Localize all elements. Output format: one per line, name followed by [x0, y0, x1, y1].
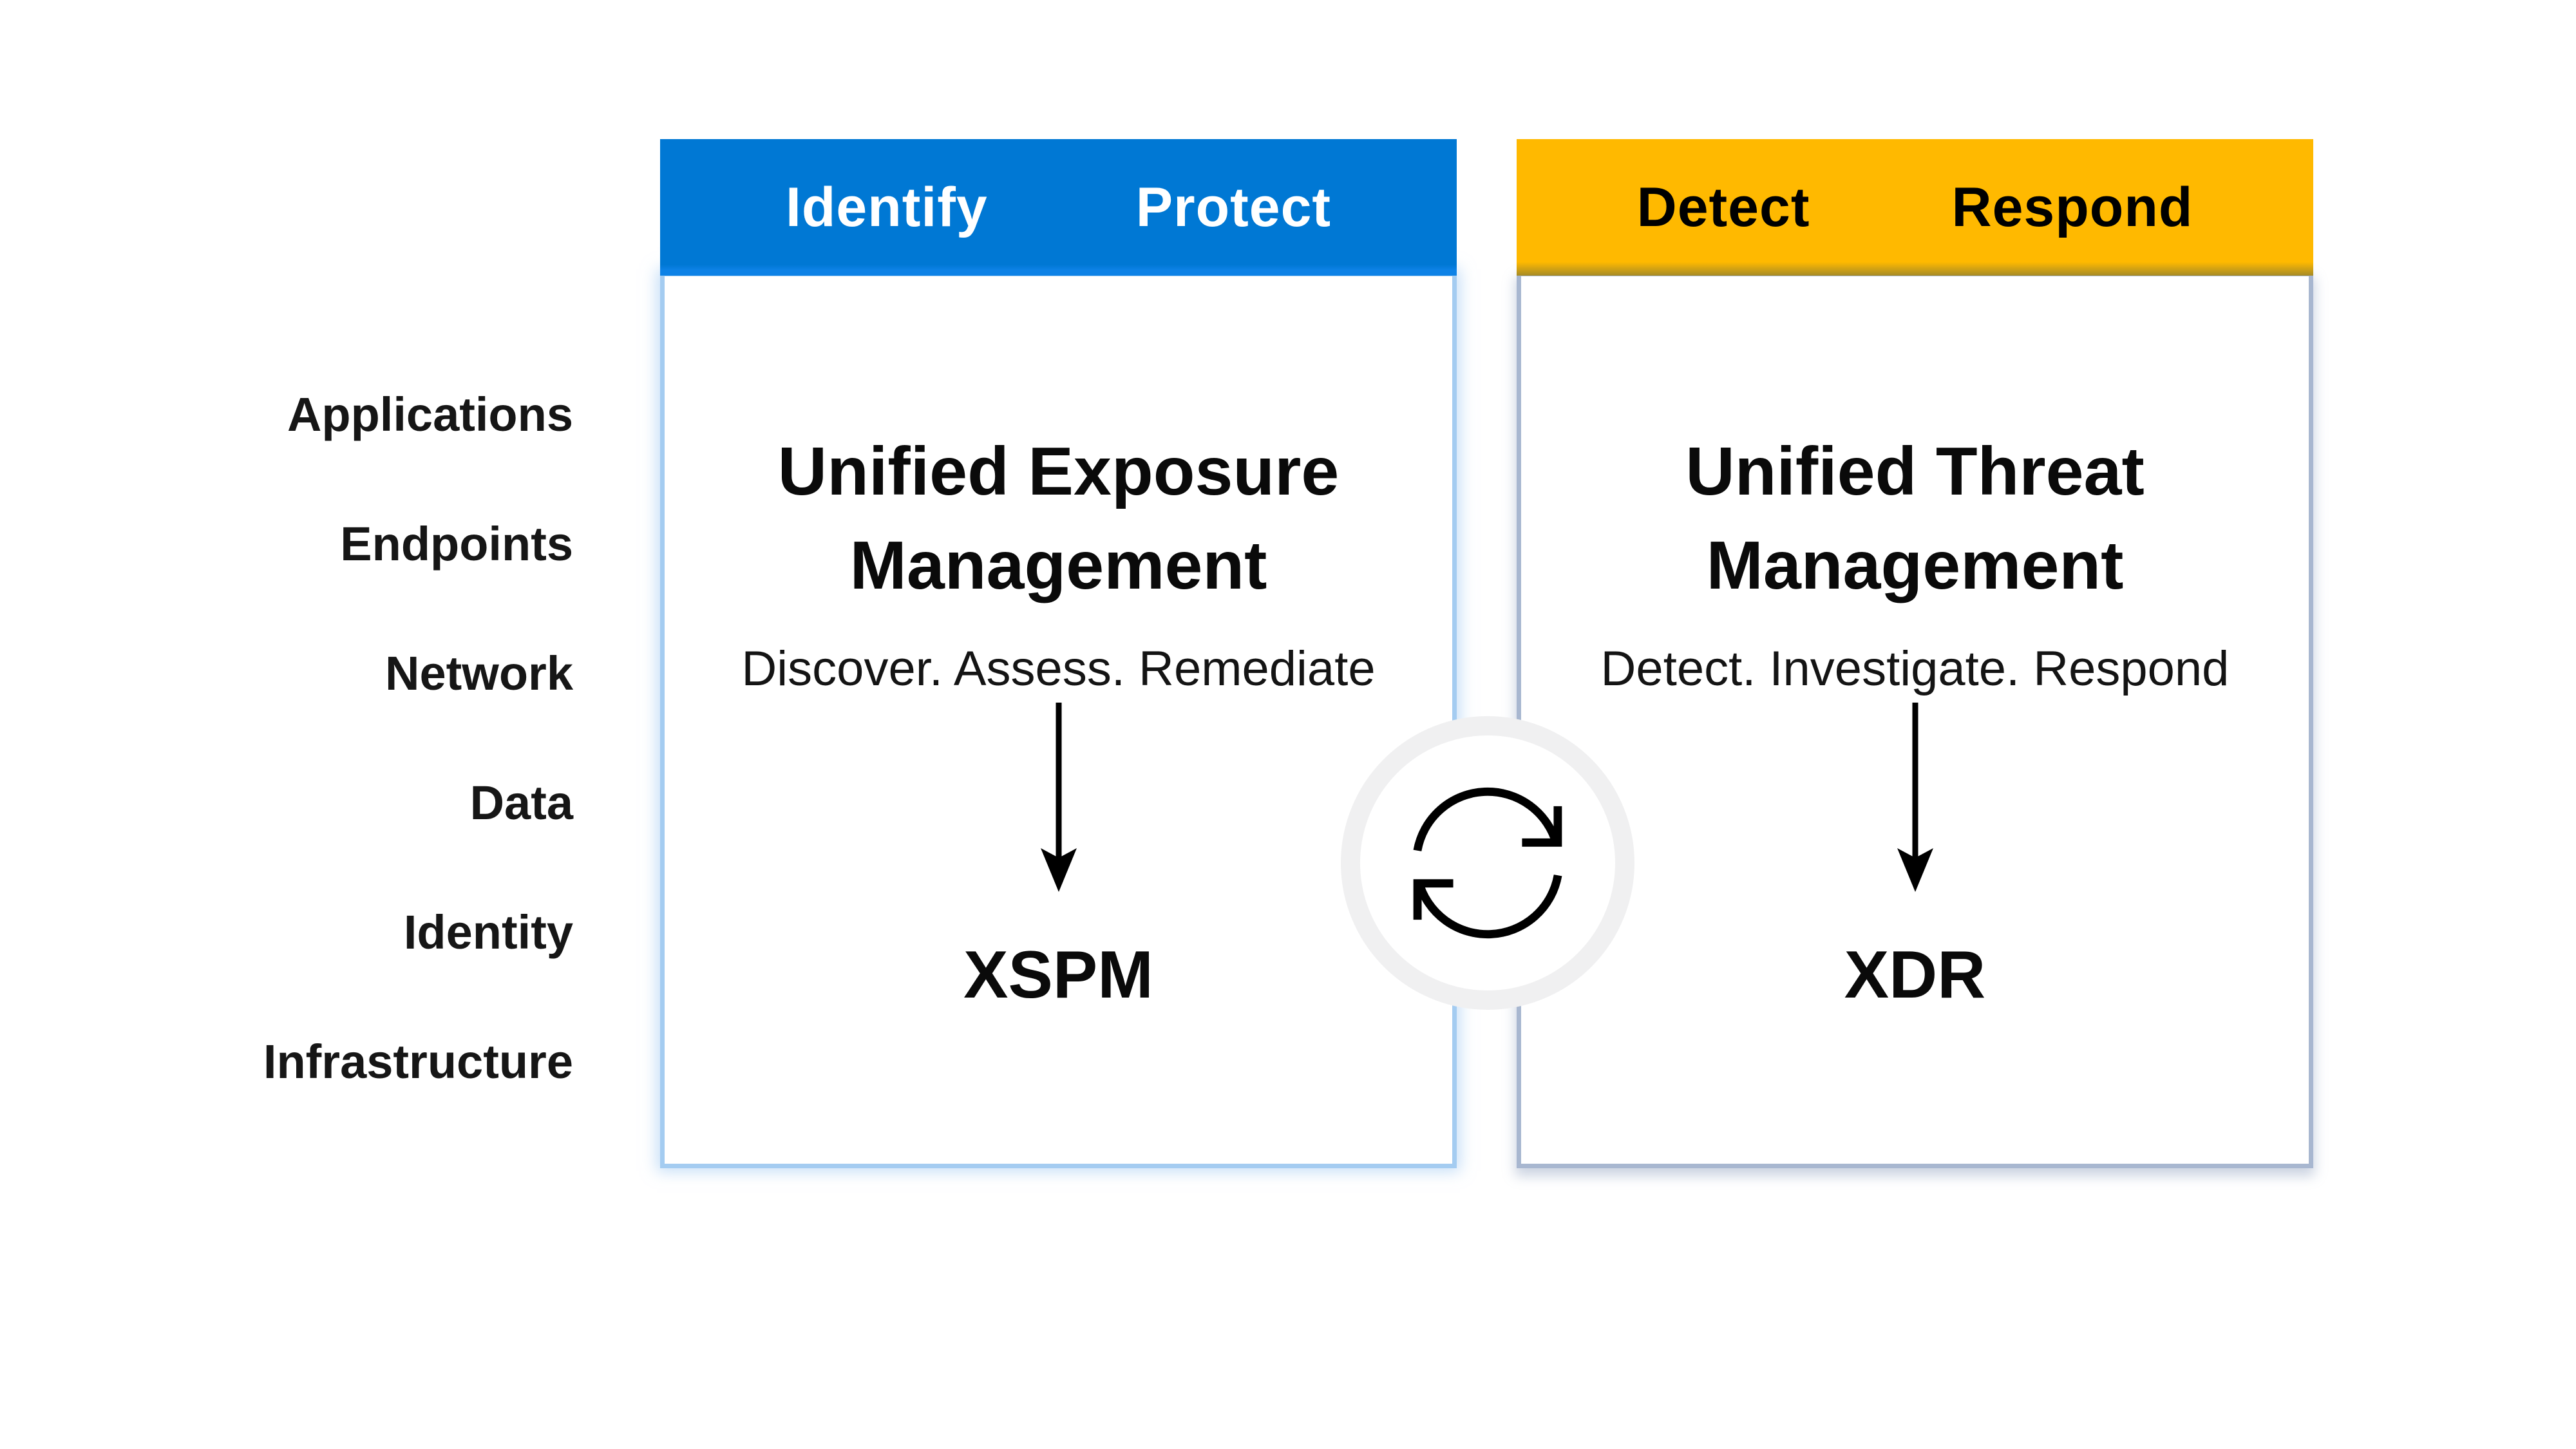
- threat-card-subtitle: Detect. Investigate. Respond: [1600, 641, 2230, 696]
- header-label-respond: Respond: [1951, 176, 2193, 238]
- down-arrow-icon: [1040, 703, 1077, 892]
- xspm-label: XSPM: [963, 938, 1153, 1012]
- exposure-card-title-line2: Management: [849, 527, 1267, 603]
- sync-icon: [1341, 716, 1634, 1010]
- sync-arrows-glyph: [1413, 787, 1562, 939]
- threat-card-title-line1: Unified Threat: [1685, 433, 2145, 509]
- unified-threat-management-card: Unified Threat Management Detect. Invest…: [1517, 272, 2313, 1168]
- row-label-identity: Identity: [403, 905, 573, 959]
- xdr-label: XDR: [1844, 938, 1986, 1012]
- threat-card-title-line2: Management: [1706, 527, 2124, 603]
- detect-respond-header: Detect Respond: [1517, 139, 2313, 276]
- row-label-infrastructure: Infrastructure: [263, 1035, 573, 1088]
- exposure-card-subtitle: Discover. Assess. Remediate: [741, 641, 1376, 696]
- row-label-applications: Applications: [287, 388, 573, 441]
- unified-exposure-management-card: Unified Exposure Management Discover. As…: [660, 272, 1457, 1168]
- header-label-identify: Identify: [785, 176, 988, 238]
- identify-protect-header: Identify Protect: [660, 139, 1457, 276]
- exposure-card-title-line1: Unified Exposure: [777, 433, 1340, 509]
- threat-card-title: Unified Threat Management: [1521, 424, 2309, 612]
- header-label-detect: Detect: [1636, 176, 1810, 238]
- row-label-network: Network: [385, 647, 573, 700]
- row-label-data: Data: [469, 776, 573, 829]
- header-label-protect: Protect: [1135, 176, 1332, 238]
- row-label-endpoints: Endpoints: [340, 517, 573, 571]
- down-arrow-icon: [1897, 703, 1933, 892]
- exposure-card-title: Unified Exposure Management: [665, 424, 1452, 612]
